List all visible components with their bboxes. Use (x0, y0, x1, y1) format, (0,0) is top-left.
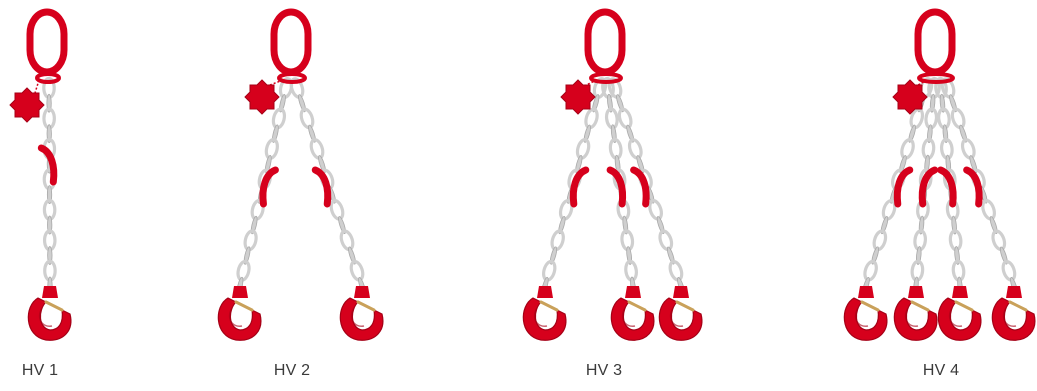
shortener-clip-icon (897, 170, 910, 204)
shortener-clip-icon (634, 170, 647, 204)
hook-icon (218, 286, 261, 340)
sling-3 (523, 12, 702, 340)
latch (677, 302, 693, 310)
latch (46, 302, 62, 310)
chain-link-icon (617, 108, 633, 129)
latch (358, 302, 374, 310)
shortener-clip-icon (967, 170, 980, 204)
chain-link-icon (981, 199, 997, 220)
chain-link-icon (272, 108, 286, 129)
shortener-clip-icon (315, 170, 328, 204)
latch (1010, 302, 1026, 310)
latch (629, 302, 645, 310)
sling-1 (10, 12, 71, 340)
chain-link-icon (576, 138, 591, 159)
hook-icon (28, 286, 71, 340)
master-link-icon (918, 12, 952, 72)
chain-link-icon (542, 260, 557, 281)
chain-link-icon (299, 108, 315, 129)
chain-link-icon (265, 138, 279, 159)
hook-icon (844, 286, 887, 340)
shortener-clip-icon (573, 170, 586, 204)
caption-hv1: HV 1 (22, 362, 58, 380)
hook-icon (992, 286, 1035, 340)
chain-link-icon (236, 260, 250, 281)
master-link-icon (30, 12, 64, 72)
chain-link-icon (668, 260, 684, 281)
chain-link-icon (991, 230, 1007, 251)
chain-link-icon (339, 230, 355, 251)
caption-hv2: HV 2 (274, 362, 310, 380)
chain-link-icon (243, 230, 257, 251)
tag-icon (245, 80, 279, 114)
sling-2 (218, 12, 383, 340)
chain-link-icon (1001, 260, 1017, 281)
chain-link-icon (658, 230, 674, 251)
chain-link-icon (550, 230, 565, 251)
master-link-icon (274, 12, 308, 72)
caption-hv3: HV 3 (586, 362, 622, 380)
tag-icon (561, 80, 595, 114)
latch (862, 302, 878, 310)
shortener-clip-icon (263, 170, 276, 204)
chain-link-icon (960, 138, 976, 159)
chain-link-icon (329, 199, 345, 220)
hook-icon (938, 286, 981, 340)
tag-icon (10, 88, 44, 122)
hook-icon (894, 286, 937, 340)
chain-link-icon (872, 230, 887, 251)
latch (956, 302, 972, 310)
chain-link-icon (900, 138, 915, 159)
master-link-icon (588, 12, 622, 72)
hook-icon (659, 286, 702, 340)
tag-icon (893, 80, 927, 114)
hook-icon (523, 286, 566, 340)
caption-hv4: HV 4 (923, 362, 959, 380)
chain-link-icon (584, 108, 599, 129)
chain-link-icon (627, 138, 643, 159)
chain-link-icon (309, 138, 325, 159)
chain-link-icon (950, 108, 966, 129)
latch (541, 302, 557, 310)
chain-link-icon (648, 199, 664, 220)
hook-icon (340, 286, 383, 340)
hook-icon (611, 286, 654, 340)
sling-4 (844, 12, 1035, 340)
chain-link-icon (863, 260, 878, 281)
latch (912, 302, 928, 310)
chain-link-icon (349, 260, 365, 281)
latch (236, 302, 252, 310)
